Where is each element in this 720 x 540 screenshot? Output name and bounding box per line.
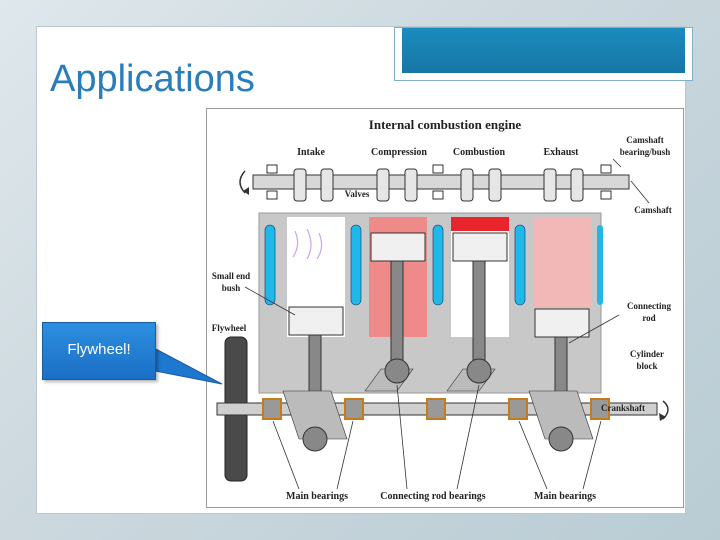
cylinder-block xyxy=(258,212,603,420)
label-connecting-rod-bearings: Connecting rod bearings xyxy=(380,491,485,502)
callout-text: Flywheel! xyxy=(67,341,131,358)
label-exhaust: Exhaust xyxy=(543,147,579,158)
crankshaft xyxy=(216,358,669,452)
label-cylinder-block-2: block xyxy=(636,361,657,371)
label-valves: Valves xyxy=(345,189,370,199)
label-camshaft-bearing-2: bearing/bush xyxy=(620,147,671,157)
title-accent-box xyxy=(394,27,693,81)
label-cylinder-block-1: Cylinder xyxy=(630,349,664,359)
label-combustion: Combustion xyxy=(453,147,506,158)
label-intake: Intake xyxy=(297,147,325,158)
camshaft xyxy=(239,164,630,202)
label-connecting-rod-1: Connecting xyxy=(627,301,672,311)
slide-title: Applications xyxy=(50,58,255,100)
label-connecting-rod-2: rod xyxy=(642,313,655,323)
engine-diagram: Internal combustion engine Intake Compre… xyxy=(206,108,684,508)
label-main-bearings-right: Main bearings xyxy=(534,491,596,502)
label-small-end-1: Small end xyxy=(212,271,250,281)
flywheel-callout: Flywheel! xyxy=(42,322,156,380)
label-main-bearings-left: Main bearings xyxy=(286,491,348,502)
label-compression: Compression xyxy=(371,147,427,158)
label-small-end-2: bush xyxy=(222,283,241,293)
label-crankshaft: Crankshaft xyxy=(601,403,645,413)
diagram-heading: Internal combustion engine xyxy=(369,117,522,132)
label-camshaft-bearing-1: Camshaft xyxy=(626,135,664,145)
callout-pointer xyxy=(149,345,223,385)
label-camshaft: Camshaft xyxy=(634,205,672,215)
label-flywheel: Flywheel xyxy=(212,323,247,333)
